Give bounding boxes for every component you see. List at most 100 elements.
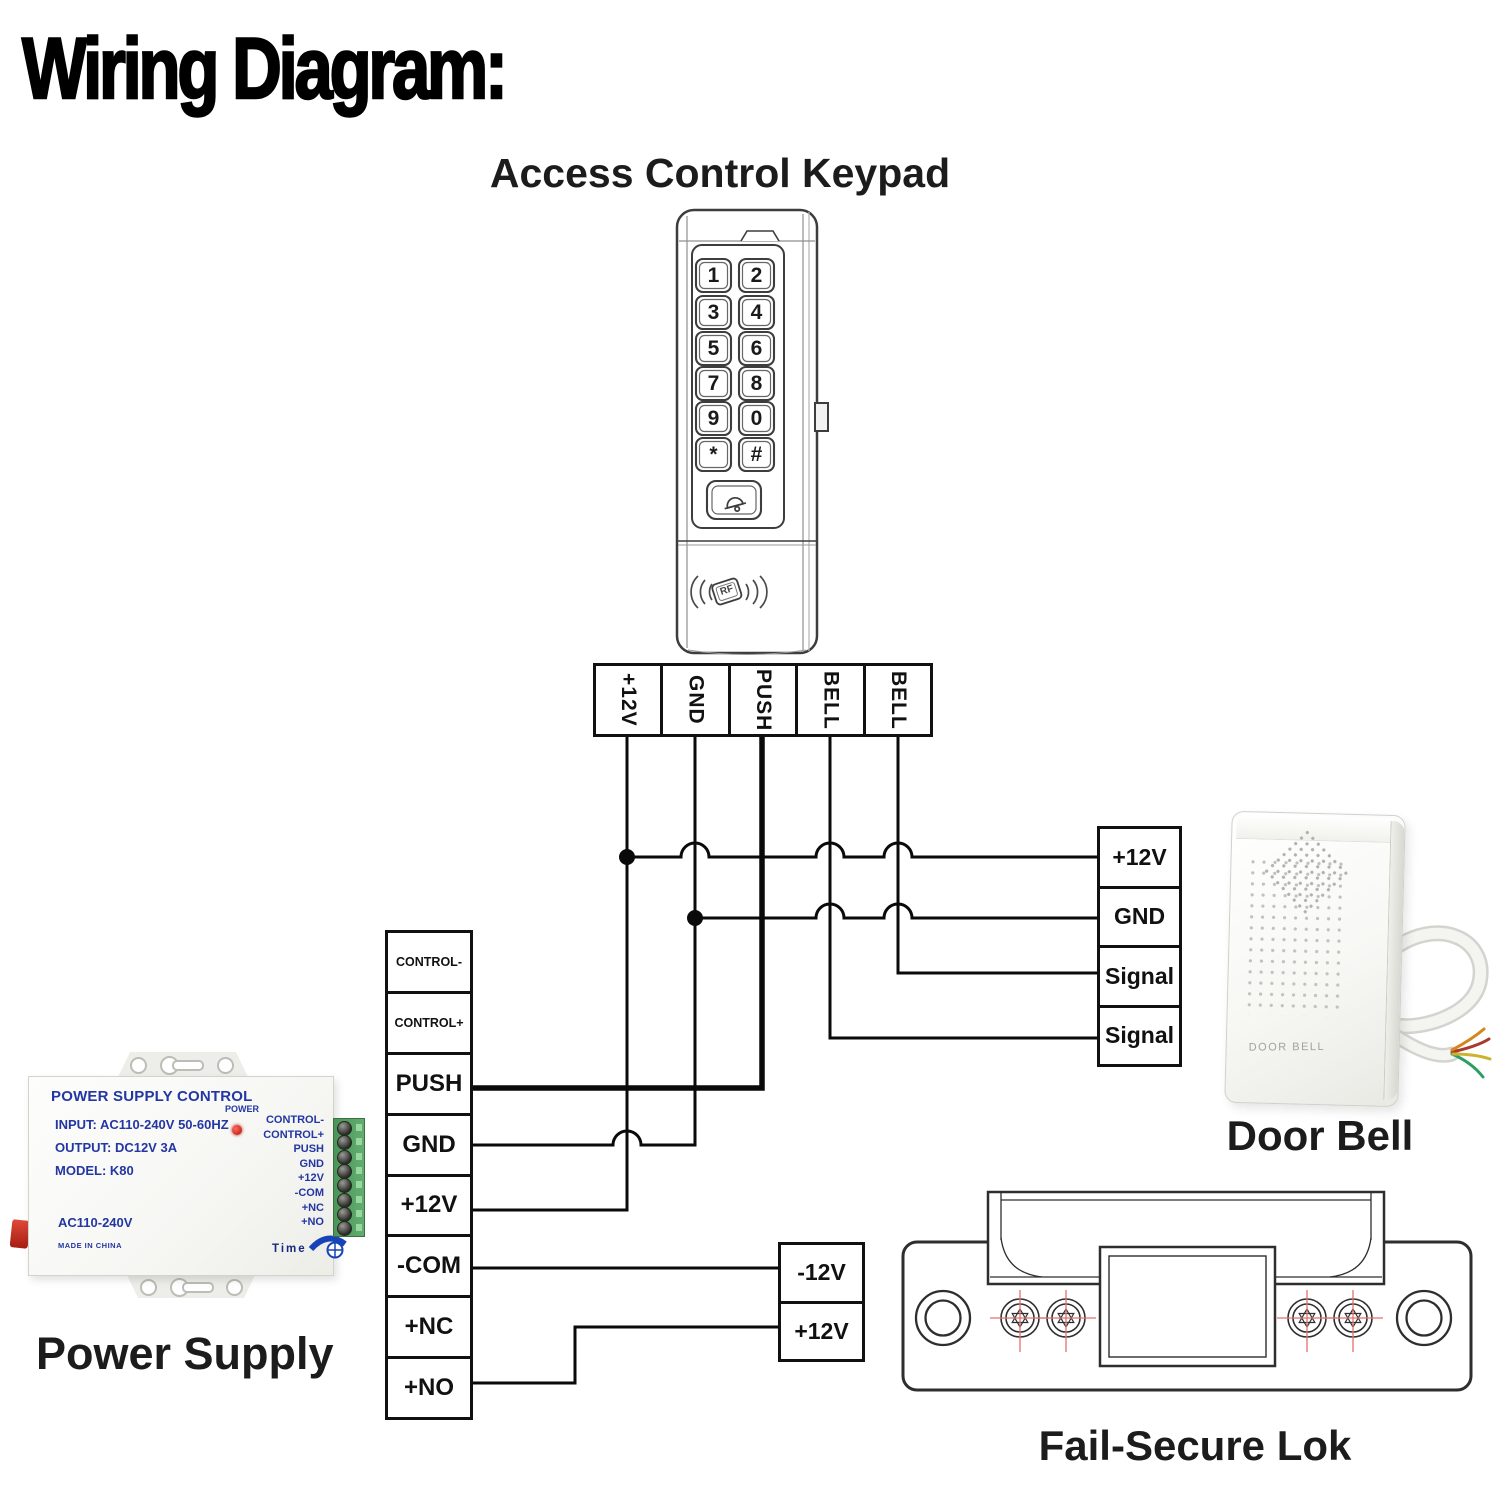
wire-gnd (473, 737, 697, 1147)
terminal-tab (356, 1124, 362, 1131)
screw-icon (337, 1135, 352, 1151)
wire-push-bold (473, 737, 765, 1091)
power-led (232, 1125, 242, 1135)
strip-terminal-control-plus: CONTROL+ (388, 993, 470, 1055)
psu-voltage: AC110-240V (58, 1215, 133, 1230)
doorbell-terminal-signal1: Signal (1100, 948, 1179, 1008)
key-4: 4 (750, 301, 763, 324)
lock-drawing (901, 1190, 1473, 1392)
keypad-terminal-bell1: BELL (798, 666, 866, 734)
strip-terminal-control-minus: CONTROL- (388, 933, 470, 994)
screw-icon (337, 1163, 352, 1179)
power-supply-label: Power Supply (36, 1328, 334, 1379)
screw-crosshairs (990, 1290, 1383, 1352)
mount-hole (140, 1279, 157, 1296)
doorbell-cable (1384, 925, 1492, 1079)
key-7: 7 (707, 372, 720, 395)
junction-dot-gnd (687, 910, 703, 926)
terminal-tab (356, 1138, 362, 1146)
psu-output-spec: OUTPUT: DC12V 3A (55, 1140, 178, 1155)
screw-icon (337, 1206, 352, 1222)
key-8: 8 (750, 372, 763, 395)
keypad-heading: Access Control Keypad (489, 150, 951, 196)
terminal-label: PUSH (752, 668, 776, 732)
lock-terminal-strip: -12V +12V (778, 1242, 865, 1362)
key-hash: # (750, 443, 763, 466)
strip-terminal-com: -COM (388, 1237, 470, 1299)
key-5: 5 (707, 337, 720, 360)
psu-mount-tab-bottom (126, 1273, 256, 1298)
mount-hole (130, 1057, 147, 1074)
psu-input-spec: INPUT: AC110-240V 50-60HZ (55, 1117, 229, 1132)
terminal-tab (356, 1224, 362, 1232)
wire-rail-gnd-doorbell (695, 902, 1097, 920)
doorbell-terminal-signal2: Signal (1100, 1007, 1179, 1064)
psu-made-in: MADE IN CHINA (58, 1241, 122, 1250)
bell-key (705, 479, 763, 521)
screw-icon (337, 1121, 352, 1136)
psu-terminal-labels: CONTROL- CONTROL+ PUSH GND +12V -COM +NC… (199, 1113, 324, 1230)
rf-card-icon (711, 577, 743, 606)
wire-bell2 (896, 737, 1097, 975)
wire-bell1 (828, 737, 1097, 1040)
key-6: 6 (750, 337, 763, 360)
control-terminal-strip: CONTROL- CONTROL+ PUSH GND +12V -COM +NC… (385, 930, 473, 1420)
key-2: 2 (750, 264, 763, 287)
strip-terminal-no: +NO (388, 1359, 470, 1417)
psu-power-label: POWER (225, 1104, 260, 1114)
strip-terminal-12v: +12V (388, 1176, 470, 1238)
door-bell-label: Door Bell (1226, 1112, 1414, 1159)
wire-no-to-lock (473, 1325, 778, 1385)
page-title: Wiring Diagram: (21, 20, 509, 119)
terminal-label: BELL (819, 670, 843, 730)
terminal-tab (356, 1181, 362, 1189)
doorbell-terminal-strip: +12V GND Signal Signal (1097, 826, 1182, 1067)
psu-term-label: CONTROL+ (263, 1128, 324, 1141)
psu-term-label: +NC (301, 1201, 324, 1214)
psu-term-label: -COM (294, 1186, 324, 1199)
doorbell-device-text: DOOR BELL (1248, 1040, 1326, 1054)
terminal-tab (356, 1166, 362, 1174)
strip-terminal-gnd: GND (388, 1115, 470, 1177)
cable-wire-strands (1450, 1027, 1492, 1079)
keypad-terminal-gnd: GND (663, 666, 731, 734)
psu-term-label: +NO (301, 1216, 324, 1229)
power-supply-device: POWER SUPPLY CONTROL INPUT: AC110-240V 5… (28, 1076, 365, 1276)
doorbell-terminal-12v: +12V (1100, 829, 1179, 889)
keypad-terminal-row: +12V GND PUSH BELL BELL (593, 663, 933, 737)
psu-time-label: Time (272, 1243, 307, 1255)
green-terminal-block (333, 1118, 365, 1237)
lock-mount-hole-left (914, 1289, 972, 1347)
mount-hole (217, 1057, 234, 1074)
keypad-terminal-12v: +12V (596, 666, 664, 734)
psu-title: POWER SUPPLY CONTROL (51, 1088, 253, 1105)
keypad-top-notch (740, 230, 780, 242)
lock-mount-hole-right (1395, 1289, 1453, 1347)
psu-model: MODEL: K80 (55, 1163, 134, 1178)
junction-dot-12v (619, 849, 635, 865)
keypad-side-tab (814, 402, 829, 432)
rf-waves-icon (690, 575, 768, 609)
strip-terminal-push: PUSH (388, 1054, 470, 1116)
lock-cavity (1098, 1245, 1277, 1368)
terminal-label: GND (684, 675, 708, 725)
wires (473, 737, 1097, 1385)
keypad-drawing (675, 208, 829, 655)
screw-icon (337, 1178, 352, 1194)
psu-term-label: PUSH (293, 1143, 324, 1156)
terminal-label: +12V (617, 673, 641, 727)
psu-term-label: GND (299, 1157, 324, 1170)
key-star: * (709, 443, 718, 466)
keyhole-slot (182, 1282, 214, 1293)
psu-term-label: CONTROL- (265, 1114, 324, 1126)
psu-mount-tab-top (118, 1052, 248, 1077)
keyhole-slot (172, 1060, 204, 1071)
lock-screws (990, 1290, 1383, 1352)
wire-plus12v (473, 737, 629, 1212)
terminal-tab (356, 1152, 362, 1160)
lock-terminal-plus12v: +12V (781, 1303, 862, 1359)
key-9: 9 (707, 407, 720, 430)
key-1: 1 (707, 264, 720, 287)
